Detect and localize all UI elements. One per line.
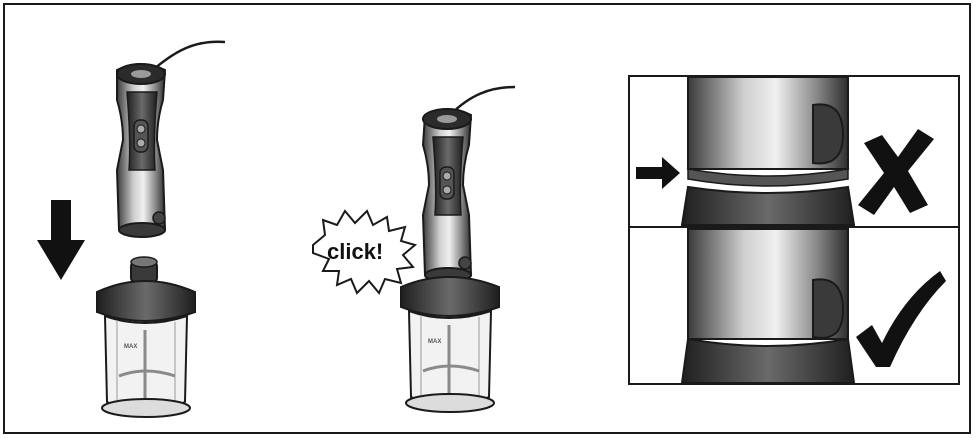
- fit-comparison-panel: [628, 75, 960, 385]
- max-mark-label: MAX: [428, 339, 441, 345]
- blender-motor-unit: [117, 64, 165, 237]
- chopper-bowl: MAX: [97, 257, 195, 417]
- blender-motor-unit: [423, 109, 471, 282]
- max-mark-label: MAX: [124, 344, 137, 350]
- click-label: click!: [327, 239, 383, 264]
- chopper-bowl: MAX: [401, 277, 499, 412]
- instruction-frame: MAX MAX click!: [3, 3, 971, 434]
- step-click-panel: MAX click!: [305, 75, 535, 430]
- down-arrow-icon: [37, 200, 85, 280]
- step-attach-panel: MAX: [35, 30, 255, 430]
